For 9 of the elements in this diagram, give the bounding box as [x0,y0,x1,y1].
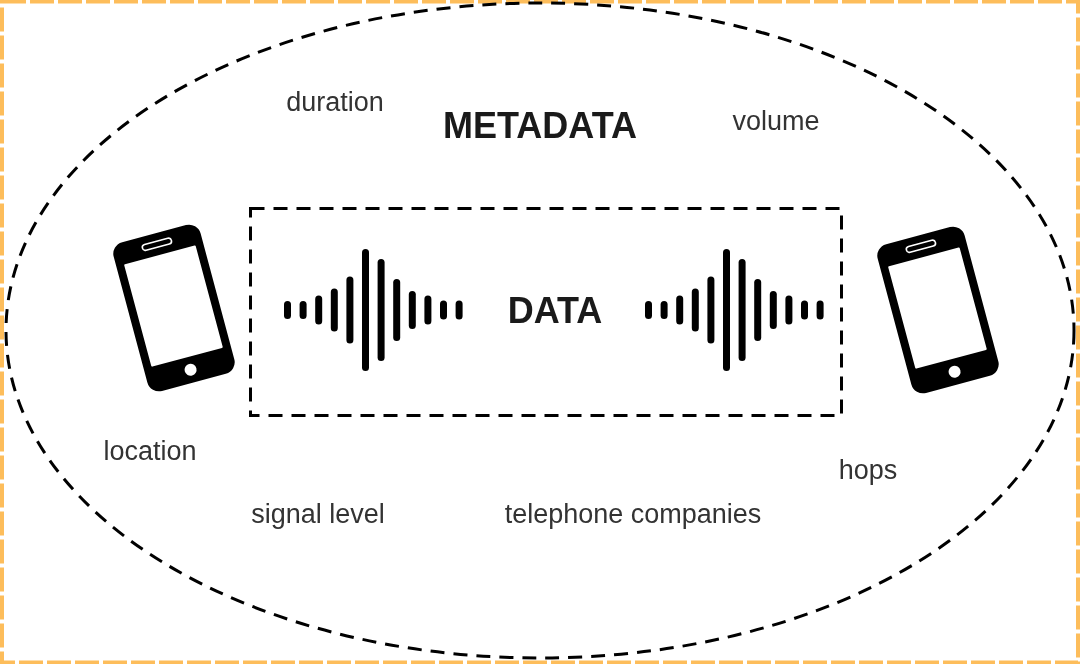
heading: DATA [507,293,603,329]
term-label: telephone companies [504,500,762,528]
term-label: volume [732,107,820,135]
term-label: hops [838,456,898,484]
term-label: location [103,437,197,465]
term-label: signal level [251,500,385,528]
term-label: duration [286,88,384,116]
dashed-rectangle [249,207,843,417]
heading: METADATA [443,108,637,144]
